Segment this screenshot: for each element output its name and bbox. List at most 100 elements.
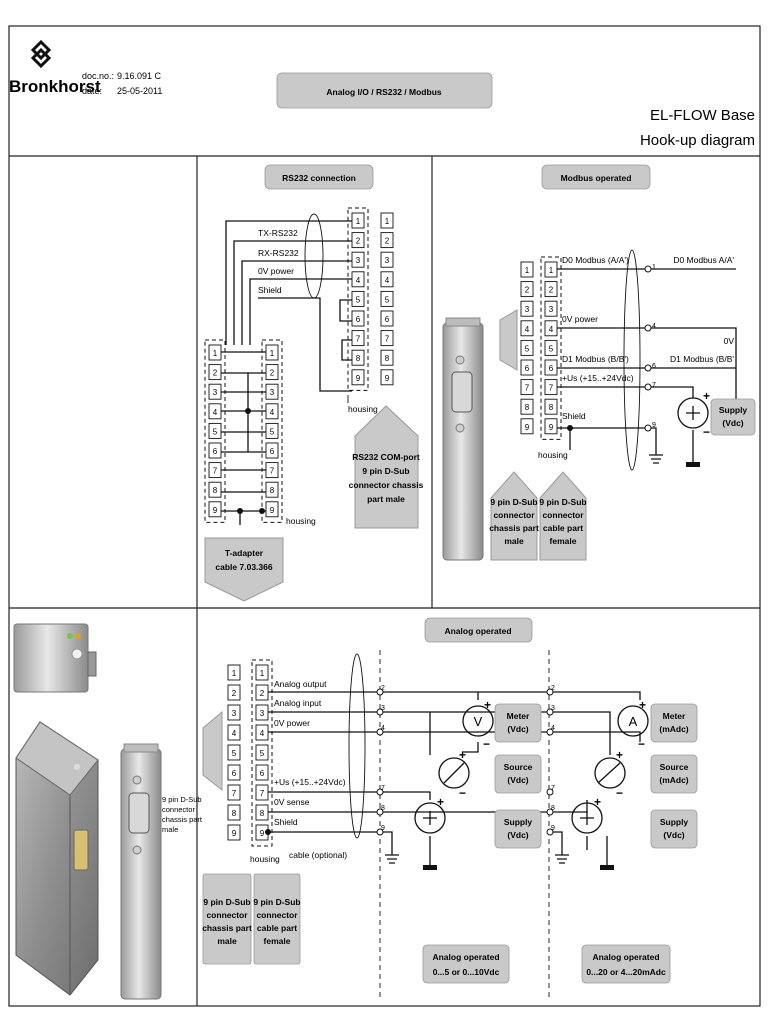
analog-female-pin: 4 — [255, 724, 269, 741]
svg-text:8: 8 — [213, 486, 218, 495]
svg-text:4: 4 — [270, 408, 275, 417]
svg-text:9: 9 — [385, 374, 390, 383]
tadapter-line: cable 7.03.366 — [215, 562, 272, 572]
modbus-female-pin: 2 — [544, 281, 558, 298]
svg-text:9: 9 — [213, 506, 218, 515]
device-angle-photo — [15, 721, 99, 996]
svg-text:2: 2 — [525, 286, 530, 295]
ammeter-symbol: A — [629, 714, 638, 729]
tadapter-left-connector-outline — [204, 339, 226, 523]
svg-text:+: + — [616, 748, 623, 762]
analog-female-pin: 5 — [255, 744, 269, 761]
svg-text:6: 6 — [356, 315, 361, 324]
svg-text:−: − — [459, 786, 466, 800]
svg-text:1: 1 — [260, 669, 265, 678]
rs232-com-pin: 6 — [380, 310, 394, 327]
device-label-line: chassis part — [162, 815, 203, 824]
svg-text:+: + — [437, 795, 444, 809]
product-name: EL-FLOW Base — [650, 107, 755, 124]
terminal-number: 2 — [551, 685, 555, 692]
rs232-com-pin: 3 — [380, 251, 394, 268]
svg-text:4: 4 — [525, 325, 530, 334]
rs232-title: RS232 connection — [282, 173, 356, 183]
svg-text:4: 4 — [232, 729, 237, 738]
svg-text:6: 6 — [213, 447, 218, 456]
tag-line: 9 pin D-Sub — [490, 497, 537, 507]
amp-range-tag: Analog operated 0...20 or 4...20mAdc — [581, 944, 671, 984]
tadapter-left-pin: 4 — [208, 403, 222, 420]
tadapter-right-pin: 4 — [265, 403, 279, 420]
analog-female-pin: 9 — [255, 824, 269, 841]
supply-line: (Vdc) — [722, 418, 743, 428]
amp-meter-tag: Meter (mAdc) — [650, 703, 698, 743]
tadapter-right-pin: 9 — [265, 501, 279, 518]
analog-signal: 0V power — [274, 718, 310, 728]
rs232-dsub-pin: 3 — [351, 251, 365, 268]
analog-signal: +Us (+15..+24Vdc) — [274, 777, 346, 787]
analog-female-pin: 7 — [255, 784, 269, 801]
svg-text:−: − — [638, 737, 645, 751]
svg-text:+: + — [594, 795, 601, 809]
analog-signal: Shield — [274, 817, 298, 827]
tag-line: cable part — [543, 523, 583, 533]
modbus-signal: D1 Modbus (B/B') — [562, 354, 629, 364]
rs232-wire-label: TX-RS232 — [258, 228, 298, 238]
terminal-number: 7 — [652, 382, 656, 389]
tag-line: male — [217, 936, 237, 946]
modbus-signal: 0V power — [562, 314, 598, 324]
terminal-number: 3 — [551, 705, 555, 712]
svg-text:7: 7 — [525, 384, 530, 393]
svg-text:8: 8 — [356, 354, 361, 363]
analog-female-pin: 6 — [255, 764, 269, 781]
svg-text:2: 2 — [232, 689, 237, 698]
brand-name: Bronkhorst — [9, 77, 101, 96]
modbus-male-tag: 9 pin D-Sub connector chassis part male — [489, 471, 539, 561]
svg-text:+: + — [484, 698, 491, 712]
amp-supply-tag: Supply (Vdc) — [650, 809, 698, 849]
tag-line: female — [550, 536, 577, 546]
svg-text:2: 2 — [356, 237, 361, 246]
terminal-number: 6 — [652, 363, 656, 370]
tadapter-right-pin: 7 — [265, 462, 279, 479]
modbus-supply-tag: Supply (Vdc) — [710, 398, 756, 436]
tag-line: 9 pin D-Sub — [539, 497, 586, 507]
rs232-com-pin: 1 — [380, 212, 394, 229]
rs232-com-pin: 8 — [380, 349, 394, 366]
tag-line: female — [264, 936, 291, 946]
analog-device-image — [120, 743, 162, 1000]
volt-source-tag: Source (Vdc) — [494, 754, 542, 794]
tag-line: connector — [256, 910, 298, 920]
rs232-housing-label: housing — [348, 404, 378, 414]
tag-line: (Vdc) — [507, 830, 528, 840]
modbus-signal: D0 Modbus (A/A') — [562, 255, 629, 265]
svg-text:2: 2 — [549, 286, 554, 295]
rs232-com-pin: 2 — [380, 232, 394, 249]
svg-text:5: 5 — [356, 295, 361, 304]
svg-text:6: 6 — [260, 769, 265, 778]
svg-text:5: 5 — [270, 427, 275, 436]
analog-male-pin: 5 — [227, 744, 241, 761]
rs232-dsub-connector-outline — [347, 207, 369, 391]
volt-supply-tag: Supply (Vdc) — [494, 809, 542, 849]
tadapter-left-pin: 1 — [208, 344, 222, 361]
tadapter-right-connector-outline — [261, 339, 283, 523]
terminal-number: 3 — [381, 705, 385, 712]
modbus-male-pin: 5 — [520, 339, 534, 356]
svg-text:9: 9 — [232, 829, 237, 838]
comport-line: part male — [367, 494, 405, 504]
rs232-dsub-pin: 9 — [351, 369, 365, 386]
svg-text:6: 6 — [385, 315, 390, 324]
svg-text:1: 1 — [385, 217, 390, 226]
date: 25-05-2011 — [117, 86, 162, 96]
tag-line: Meter — [507, 711, 530, 721]
analog-signal: 0V sense — [274, 797, 310, 807]
tag-line: Meter — [663, 711, 686, 721]
svg-text:5: 5 — [260, 749, 265, 758]
frame — [8, 25, 761, 1007]
modbus-signal: Shield — [562, 411, 586, 421]
svg-text:5: 5 — [525, 344, 530, 353]
modbus-female-pin: 5 — [544, 339, 558, 356]
